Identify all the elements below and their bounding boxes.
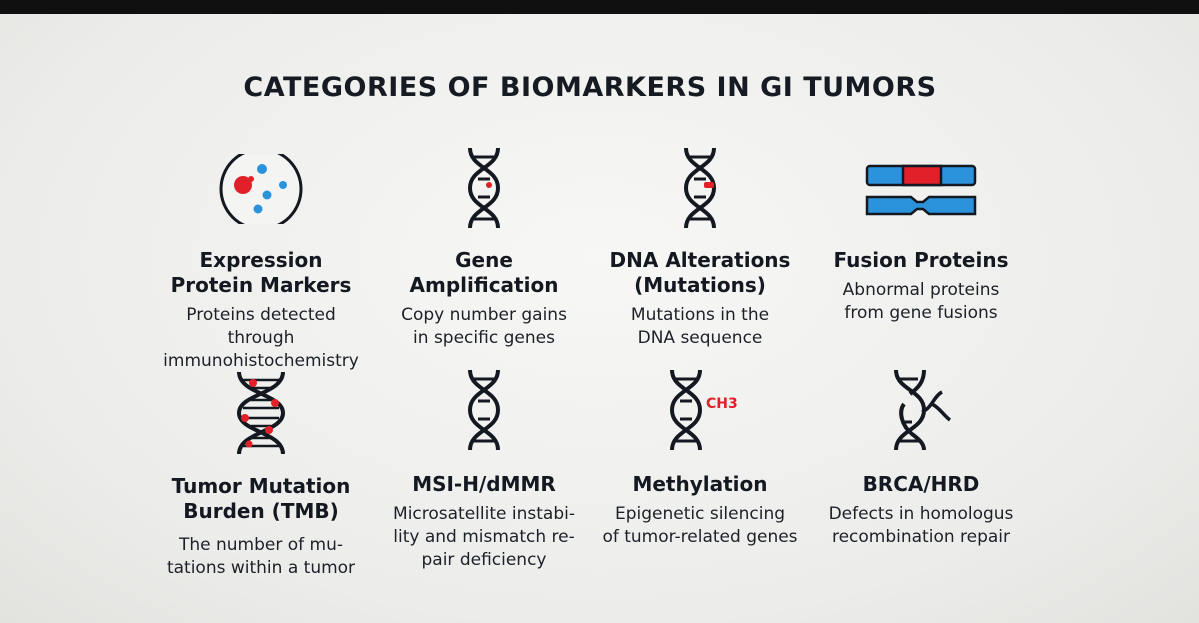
card-tumor-mutation-burden: Tumor Mutation Burden (TMB) The number o… bbox=[146, 370, 376, 580]
slide-title: CATEGORIES OF BIOMARKERS IN GI TUMORS bbox=[243, 72, 937, 103]
cell-dots-icon bbox=[219, 154, 303, 224]
card-title: BRCA/HRD bbox=[862, 472, 980, 496]
card-title: DNA Alterations (Mutations) bbox=[609, 248, 791, 297]
card-methylation: CH3 Methylation Epigenetic silencing of … bbox=[585, 368, 815, 549]
dna-helix-icon bbox=[467, 369, 501, 451]
card-expression-protein-markers: Expression Protein Markers Proteins dete… bbox=[146, 154, 376, 373]
card-title: Fusion Proteins bbox=[833, 248, 1009, 272]
dna-helix-icon bbox=[683, 147, 717, 229]
card-description: Epigenetic silencing of tumor-related ge… bbox=[602, 504, 798, 547]
dna-broken-icon bbox=[894, 369, 952, 451]
card-msi-h-dmmr: MSI-H/dMMR Microsatellite instabi- lity … bbox=[369, 368, 599, 572]
slide: CATEGORIES OF BIOMARKERS IN GI TUMORS Ex… bbox=[0, 14, 1199, 623]
card-title: Gene Amplification bbox=[409, 248, 559, 297]
card-title: Methylation bbox=[632, 472, 768, 496]
dna-helix-mutations-icon bbox=[236, 371, 286, 455]
card-description: Abnormal proteins from gene fusions bbox=[842, 280, 1000, 323]
dna-methyl-icon bbox=[669, 369, 703, 451]
dna-helix-icon bbox=[467, 147, 501, 229]
card-description: Defects in homologus recombination repai… bbox=[828, 504, 1014, 547]
card-description: Proteins detected through immunohistoche… bbox=[163, 305, 359, 371]
methylation-icon-group: CH3 bbox=[660, 368, 740, 452]
card-fusion-proteins: Fusion Proteins Abnormal proteins from g… bbox=[806, 164, 1036, 325]
card-brca-hrd: BRCA/HRD Defects in homologus recombinat… bbox=[806, 368, 1036, 549]
card-description: The number of mu- tations within a tumor bbox=[166, 535, 356, 578]
card-title: MSI-H/dMMR bbox=[412, 472, 556, 496]
card-description: Copy number gains in specific genes bbox=[401, 305, 567, 348]
card-gene-amplification: Gene Amplification Copy number gains in … bbox=[369, 146, 599, 350]
methyl-group-label: CH3 bbox=[706, 396, 738, 412]
card-description: Microsatellite instabi- lity and mismatc… bbox=[393, 504, 575, 570]
card-title: Tumor Mutation Burden (TMB) bbox=[171, 474, 351, 523]
card-dna-alterations: DNA Alterations (Mutations) Mutations in… bbox=[585, 146, 815, 350]
card-title: Expression Protein Markers bbox=[170, 248, 352, 297]
card-description: Mutations in the DNA sequence bbox=[630, 305, 770, 348]
fused-chromosome-icon bbox=[865, 164, 977, 216]
